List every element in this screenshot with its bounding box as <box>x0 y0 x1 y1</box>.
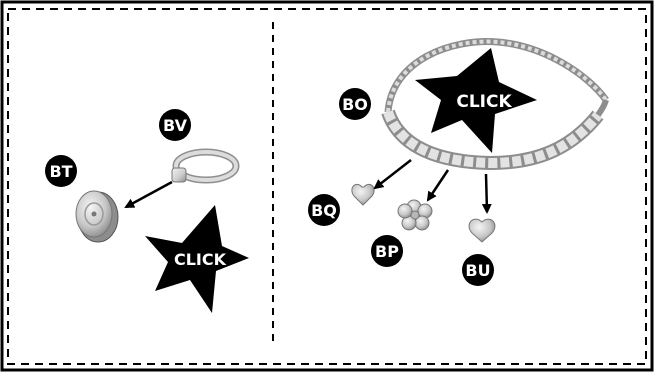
heart-charm-icon <box>351 183 375 206</box>
inner-dashed-frame <box>7 8 647 365</box>
svg-text:BQ: BQ <box>311 201 337 220</box>
headband-icon <box>381 38 609 171</box>
svg-text:BP: BP <box>375 242 399 261</box>
svg-text:BO: BO <box>342 95 368 114</box>
click-label: CLICK <box>174 250 227 269</box>
earring-back-icon <box>75 190 119 243</box>
flower-charm-icon <box>397 199 433 231</box>
click-label: CLICK <box>456 92 512 112</box>
callout-bo: BO <box>339 88 371 120</box>
heart-charm-icon <box>468 218 496 243</box>
right-panel: CLICK BO BQ <box>308 38 609 286</box>
left-panel: CLICK BT BV <box>45 109 249 313</box>
arrow-icon <box>373 159 412 190</box>
callout-bv: BV <box>159 109 191 141</box>
callout-bp: BP <box>371 235 403 267</box>
callout-bu: BU <box>462 254 494 286</box>
ring-icon <box>171 148 240 184</box>
callout-bq: BQ <box>308 194 340 226</box>
svg-text:BT: BT <box>49 162 72 181</box>
callout-bt: BT <box>45 155 77 187</box>
svg-text:BV: BV <box>163 116 188 135</box>
arrow-icon <box>124 180 173 209</box>
click-star-icon[interactable]: CLICK <box>415 48 537 153</box>
click-star-icon[interactable]: CLICK <box>145 205 249 313</box>
arrow-icon <box>426 169 450 202</box>
arrow-icon <box>481 173 492 214</box>
svg-text:BU: BU <box>465 261 490 280</box>
